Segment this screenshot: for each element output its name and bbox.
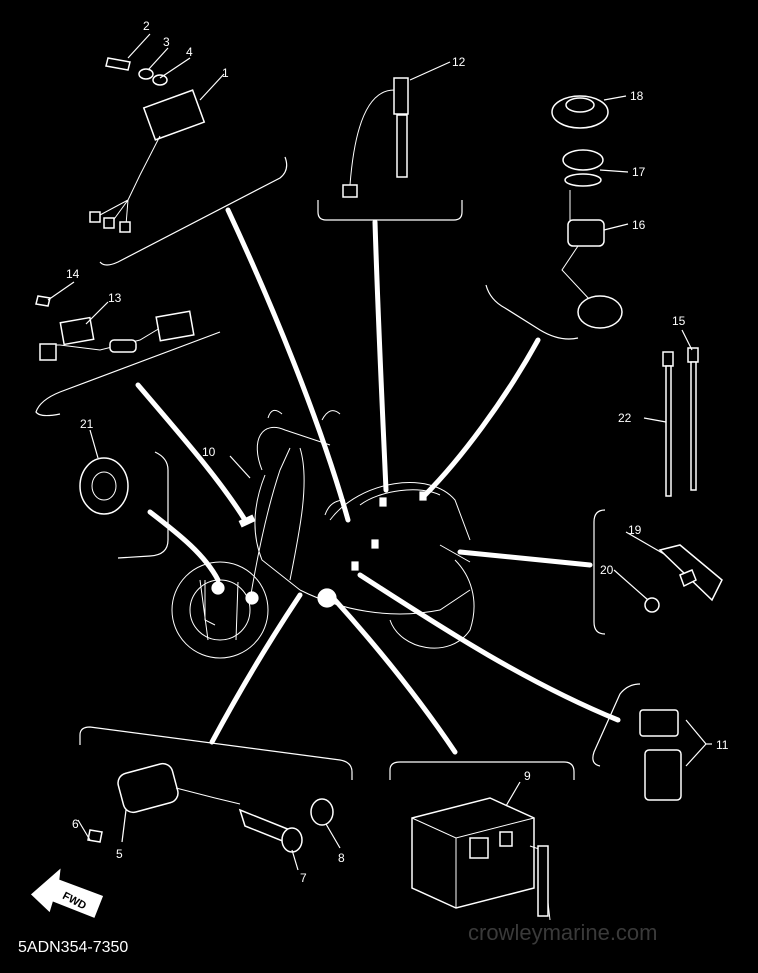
part-plate-19 (644, 544, 723, 613)
part-cable-ties (662, 347, 699, 497)
fwd-arrow: FWD (30, 868, 104, 918)
callout-16: 16 (632, 218, 646, 232)
callout-21: 21 (80, 417, 94, 431)
callout-12: 12 (452, 55, 466, 69)
callout-leaders (47, 33, 712, 871)
callout-8: 8 (338, 851, 345, 865)
callout-5: 5 (116, 847, 123, 861)
leader-lines (135, 207, 621, 755)
group-brackets (35, 156, 641, 780)
callout-18: 18 (630, 89, 644, 103)
scooter-illustration (171, 409, 475, 659)
callout-4: 4 (186, 45, 193, 59)
part-cdi-unit (89, 57, 206, 233)
callout-3: 3 (163, 35, 170, 49)
callout-22: 22 (618, 411, 632, 425)
part-fuel-sender (551, 95, 623, 329)
part-battery-9 (411, 797, 551, 921)
callout-19: 19 (628, 523, 642, 537)
callout-labels: 2 3 4 1 12 18 17 16 14 13 15 22 21 10 19… (66, 19, 729, 885)
callout-14: 14 (66, 267, 80, 281)
callout-9: 9 (524, 769, 531, 783)
callout-13: 13 (108, 291, 122, 305)
part-ignition-coil (87, 762, 334, 853)
callout-7: 7 (300, 871, 307, 885)
callout-20: 20 (600, 563, 614, 577)
watermark: crowleymarine.com (468, 920, 658, 945)
callout-17: 17 (632, 165, 646, 179)
callout-2: 2 (143, 19, 150, 33)
diagram-code: 5ADN354-7350 (18, 939, 128, 956)
part-sensor-12 (342, 77, 409, 198)
part-relay-13 (35, 295, 195, 361)
callout-1: 1 (222, 66, 229, 80)
callout-10: 10 (202, 445, 216, 459)
callout-6: 6 (72, 817, 79, 831)
callout-15: 15 (672, 314, 686, 328)
part-fuse-11 (639, 709, 682, 801)
part-horn-21 (79, 457, 129, 515)
callout-11: 11 (716, 738, 729, 752)
